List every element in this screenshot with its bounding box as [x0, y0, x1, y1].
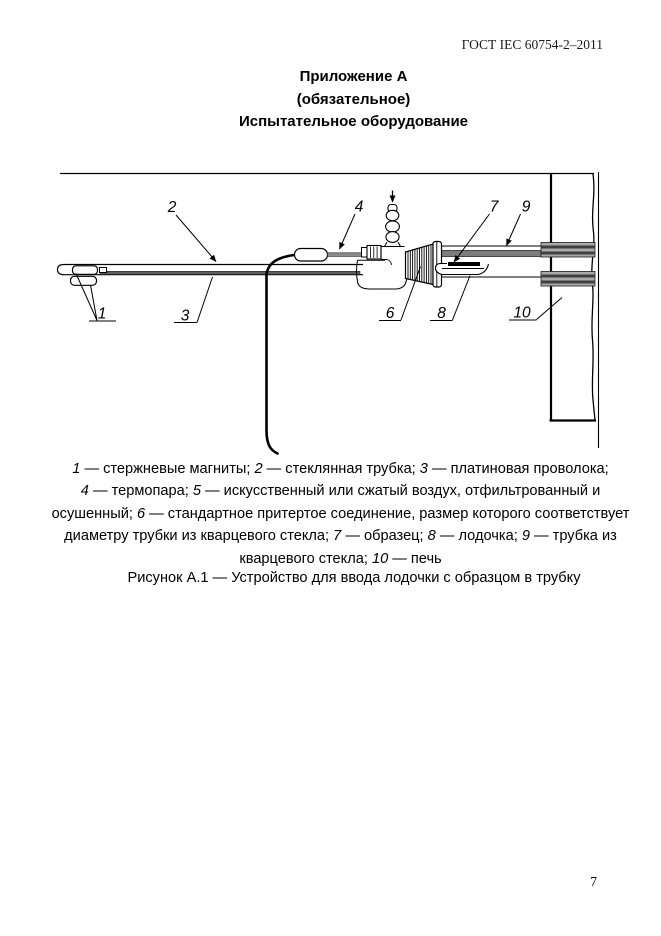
ground-joint	[404, 240, 443, 288]
legend-line: 4 — термопара; 5 — искусственный или сжа…	[80, 483, 601, 500]
appendix-title: Приложение А	[299, 68, 408, 85]
magnet-inner	[71, 265, 99, 275]
magnet-hook	[99, 267, 107, 273]
thermocouple-sheath	[327, 252, 364, 257]
legend-line: 1 — стержневые магниты; 2 — стеклянная т…	[72, 461, 609, 477]
furnace-tube-seals	[540, 242, 596, 287]
callout-numbers: 1 2 3 4 6 7 8 9 10	[98, 199, 531, 325]
figure-legend: 1 — стержневые магниты; 2 — стеклянная т…	[0, 458, 661, 570]
inlet-body	[356, 190, 408, 290]
magnet-outer	[69, 275, 98, 286]
appendix-title-block: Приложение А (обязательное) Испытательно…	[0, 66, 661, 134]
callout-4: 4	[355, 199, 364, 216]
air-inlet-barb	[384, 203, 401, 247]
leader-10	[509, 297, 563, 321]
thermocouple	[293, 247, 364, 262]
joint-ribs	[407, 244, 432, 285]
thermocouple-cable	[265, 253, 299, 455]
callout-2: 2	[167, 199, 177, 216]
callout-7: 7	[490, 199, 500, 216]
platinum-wire	[99, 271, 361, 275]
leader-3	[174, 276, 213, 323]
boat	[434, 262, 490, 276]
callout-1: 1	[98, 306, 107, 323]
page-number: 7	[590, 874, 597, 889]
legend-line: диаметру трубки из кварцевого стекла; 7 …	[64, 528, 617, 545]
legend-line: осушенный; 6 — стандартное притертое сое…	[51, 505, 630, 522]
leader-6	[379, 266, 421, 321]
legend-line: кварцевого стекла; 10 — печь	[239, 550, 442, 567]
appendix-status: (обязательное)	[296, 90, 411, 108]
leader-4	[339, 213, 356, 250]
callout-9: 9	[522, 199, 531, 216]
glass-tube-closed-end	[56, 263, 65, 276]
appendix-subject: Испытательное оборудование	[238, 113, 469, 130]
thermocouple-gland	[361, 244, 382, 260]
furnace-torn-edge	[591, 173, 596, 421]
boat-and-sample	[434, 262, 490, 276]
leader-7	[453, 213, 490, 263]
leader-1	[75, 273, 98, 321]
callout-8: 8	[437, 305, 446, 322]
leader-8	[430, 275, 471, 321]
callout-10: 10	[513, 305, 531, 322]
leader-2	[175, 214, 217, 262]
callout-3: 3	[181, 308, 190, 325]
figure-caption: Рисунок А.1 — Устройство для ввода лодоч…	[127, 570, 581, 586]
rod-magnets	[69, 265, 107, 286]
furnace	[549, 172, 600, 448]
callout-leaders	[75, 213, 563, 323]
leader-9	[506, 213, 521, 246]
callout-6: 6	[386, 305, 395, 322]
sample	[448, 262, 480, 266]
standard-designation: ГОСТ IEC 60754-2–2011	[461, 37, 603, 52]
thermocouple-capsule	[293, 247, 329, 262]
